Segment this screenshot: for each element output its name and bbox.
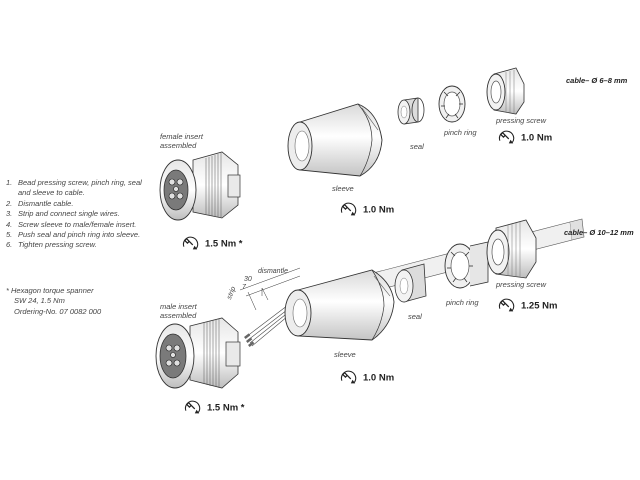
female-insert-torque: 1.5 Nm * xyxy=(180,236,243,252)
step-3: 3.Strip and connect single wires. xyxy=(6,209,120,219)
cable-label-bottom: cable– Ø 10–12 mm xyxy=(564,228,634,237)
seal-label-top: seal xyxy=(410,142,424,151)
dimension-7: 7 xyxy=(242,284,246,291)
seal-top-drawing xyxy=(397,97,425,125)
note-line-1: * Hexagon torque spanner xyxy=(6,286,94,295)
pressing-screw-label-top: pressing screw xyxy=(496,116,547,125)
sleeve-top-drawing xyxy=(287,103,383,177)
sleeve-bottom-drawing xyxy=(284,269,395,341)
seal-bottom-drawing xyxy=(394,263,427,303)
pressing-screw-torque-top: 1.0 Nm xyxy=(496,130,552,146)
sleeve-label-bottom: sleeve xyxy=(334,350,356,359)
male-insert-torque: 1.5 Nm * xyxy=(182,400,245,416)
pressing-screw-bottom-drawing xyxy=(486,219,537,279)
torque-wrench-icon xyxy=(498,130,515,144)
step-1: 1.Bead pressing screw, pinch ring, seal … xyxy=(6,178,142,198)
step-2: 2.Dismantle cable. xyxy=(6,198,74,208)
dimension-dismantle: dismantle xyxy=(258,268,288,275)
assembly-steps: 1.Bead pressing screw, pinch ring, seal … xyxy=(6,178,146,251)
torque-wrench-icon xyxy=(340,202,357,216)
pinch-ring-label-bottom: pinch ring xyxy=(446,298,479,307)
male-insert-label: male insert assembled xyxy=(160,302,197,320)
female-insert-drawing xyxy=(159,151,241,221)
torque-wrench-icon xyxy=(182,236,199,250)
pressing-screw-label-bottom: pressing screw xyxy=(496,280,547,289)
spanner-note: * Hexagon torque spanner SW 24, 1.5 Nm O… xyxy=(6,286,146,317)
pressing-screw-top-drawing xyxy=(486,67,525,115)
dimension-30: 30 xyxy=(244,276,252,283)
male-insert-drawing xyxy=(155,317,241,389)
note-line-3: Ordering-No. 07 0082 000 xyxy=(14,306,102,316)
sleeve-label-top: sleeve xyxy=(332,184,354,193)
pinch-ring-label-top: pinch ring xyxy=(444,128,477,137)
female-insert-label: female insert assembled xyxy=(160,132,203,150)
torque-wrench-icon xyxy=(340,370,357,384)
cable-label-top: cable– Ø 6–8 mm xyxy=(566,76,628,85)
pressing-screw-torque-bottom: 1.25 Nm xyxy=(496,298,557,314)
dimension-lines xyxy=(239,267,301,311)
sleeve-torque-top: 1.0 Nm xyxy=(338,202,394,218)
seal-label-bottom: seal xyxy=(408,312,422,321)
sleeve-torque-bottom: 1.0 Nm xyxy=(338,370,394,386)
torque-wrench-icon xyxy=(184,400,201,414)
note-line-2: SW 24, 1.5 Nm xyxy=(14,296,65,306)
pinch-ring-bottom-drawing xyxy=(444,241,489,289)
step-5: 5.Push seal and pinch ring into sleeve. xyxy=(6,230,141,240)
torque-wrench-icon xyxy=(498,298,515,312)
pinch-ring-top-drawing xyxy=(438,85,466,123)
step-6: 6.Tighten pressing screw. xyxy=(6,240,97,250)
step-4: 4.Screw sleeve to male/female insert. xyxy=(6,219,137,229)
